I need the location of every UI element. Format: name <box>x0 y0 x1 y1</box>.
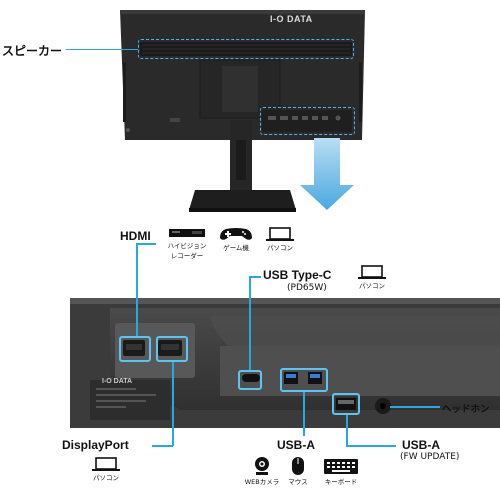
usba-device-keyboard: キーボード <box>318 456 364 490</box>
displayport-port-highlight <box>156 336 188 362</box>
hdmi-port-highlight <box>119 336 151 362</box>
usba-fw-leader-h <box>346 445 396 447</box>
hdmi-device-gamepad: ゲーム機 <box>214 226 258 256</box>
displayport-device-laptop: パソコン <box>84 456 128 486</box>
dp-leader-h <box>152 445 173 447</box>
usba-fw-port-highlight <box>332 393 360 415</box>
usba-fw-sub-label: (FW UPDATE) <box>400 452 460 462</box>
usbc-sub-label: (PD65W) <box>287 283 327 293</box>
hdmi-leader-h <box>136 243 156 245</box>
usba-fw-label: USB-A <box>402 438 440 452</box>
displayport-label: DisplayPort <box>62 438 129 452</box>
hdmi-leader-v <box>136 243 138 336</box>
panel-brand-logo: I-O DATA <box>102 378 133 385</box>
webcam-caption: WEBカメラ <box>244 478 280 486</box>
ports-highlight <box>260 107 355 135</box>
keyboard-icon <box>324 459 358 474</box>
headphone-leader-h <box>390 406 440 408</box>
hdmi-device-recorder: ハイビジョン レコーダー <box>162 226 212 262</box>
laptop-icon <box>266 227 294 241</box>
laptop-caption-usbc: パソコン <box>359 282 385 290</box>
hdmi-device-laptop: パソコン <box>258 226 302 256</box>
speaker-highlight <box>138 39 354 59</box>
usbc-device-laptop: パソコン <box>350 264 394 294</box>
usbc-port-highlight <box>238 370 262 390</box>
usba-port-highlight <box>280 368 328 392</box>
mouse-icon <box>292 457 304 475</box>
dp-leader-v <box>172 362 174 446</box>
usba-leader-v <box>303 392 305 436</box>
monitor-rear-view: I-O DATA スピーカー <box>0 0 500 230</box>
gamepad-icon <box>220 228 252 240</box>
usba-fw-leader-v <box>346 415 348 445</box>
usbc-leader-h <box>249 276 261 278</box>
brand-logo: I-O DATA <box>270 14 313 24</box>
usbc-leader-v <box>249 276 251 370</box>
keyboard-caption: キーボード <box>324 478 358 486</box>
recorder-caption-1: ハイビジョン <box>167 242 207 250</box>
usba-device-webcam: WEBカメラ <box>240 456 284 490</box>
port-panel-closeup: I-O DATA <box>70 298 500 428</box>
recorder-icon <box>169 229 205 237</box>
usba-label: USB-A <box>277 438 315 452</box>
mouse-caption: マウス <box>288 478 308 486</box>
headphone-label: ヘッドホン <box>442 404 490 415</box>
laptop-caption-hdmi: パソコン <box>267 244 293 252</box>
speaker-label: スピーカー <box>2 44 63 58</box>
gamepad-caption: ゲーム機 <box>223 244 249 252</box>
laptop-icon <box>358 265 386 279</box>
laptop-caption-dp: パソコン <box>93 474 119 482</box>
port-panel-illustration <box>70 298 500 428</box>
recorder-caption-2: レコーダー <box>170 252 204 260</box>
speaker-leader-line <box>66 49 138 50</box>
monitor-rear-illustration <box>120 10 365 212</box>
laptop-icon <box>92 457 120 471</box>
usbc-label: USB Type-C <box>263 268 332 282</box>
usba-device-mouse: マウス <box>280 456 316 490</box>
hdmi-label: HDMI <box>120 229 151 243</box>
webcam-icon <box>255 457 269 475</box>
